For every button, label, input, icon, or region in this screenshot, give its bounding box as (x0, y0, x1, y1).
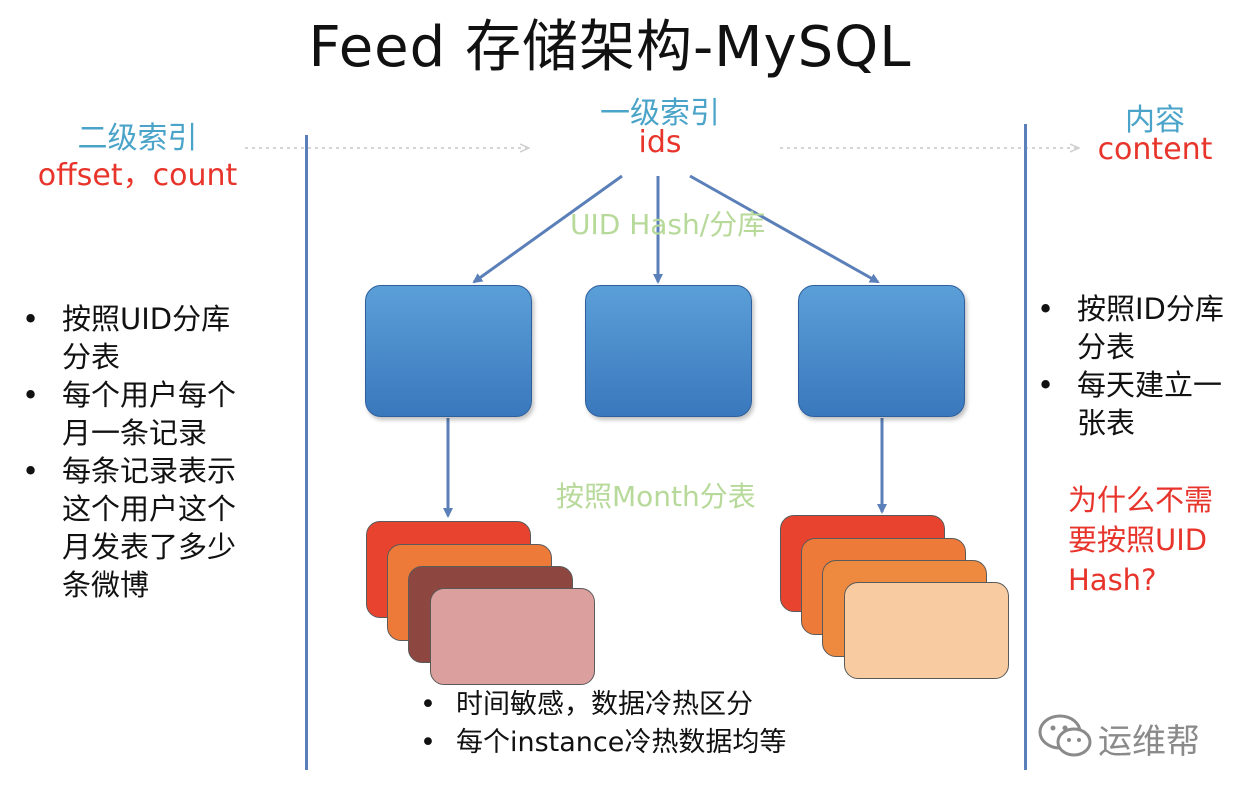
left-header-en: offset，count (37, 158, 238, 193)
right-bullet-1-line1: 按照ID分库 (1077, 292, 1224, 326)
table-stack-left-4 (430, 588, 595, 685)
bullet-dot: • (22, 302, 40, 336)
shard-box-3 (798, 285, 965, 417)
left-bullet-1-line2: 分表 (62, 340, 121, 374)
bullet-dot: • (1037, 368, 1055, 402)
shard-box-1 (365, 285, 532, 417)
arrow-ids-to-box3 (689, 174, 880, 284)
bottom-bullet-list: • 时间敏感，数据冷热区分 • 每个instance冷热数据均等 (418, 686, 878, 762)
bullet-dot: • (420, 689, 436, 720)
right-question-line3: Hash? (1068, 563, 1157, 597)
left-bullet-2-line2: 月一条记录 (62, 416, 208, 450)
center-header-cn: 一级索引 (600, 96, 720, 131)
table-stack-right-4 (844, 582, 1009, 679)
left-bullet-2: • 每个用户每个 月一条记录 (18, 376, 288, 452)
right-bullet-1: • 按照ID分库 分表 (1033, 290, 1253, 366)
bottom-bullet-1: • 时间敏感，数据冷热区分 (418, 686, 878, 724)
left-bullet-2-line1: 每个用户每个 (62, 378, 237, 412)
right-header-cn: 内容 (1125, 103, 1185, 138)
right-question-line2: 要按照UID (1068, 523, 1208, 557)
right-bullet-2: • 每天建立一 张表 (1033, 366, 1253, 442)
right-header-en: content (1097, 132, 1213, 167)
bottom-bullet-1-text: 时间敏感，数据冷热区分 (456, 689, 753, 720)
left-bullet-3-line2: 这个用户这个 (62, 492, 237, 526)
watermark-text: 运维帮 (1098, 722, 1200, 762)
left-bullet-1: • 按照UID分库 分表 (18, 300, 288, 376)
left-bullet-1-line1: 按照UID分库 (62, 302, 231, 336)
divider-right (1024, 124, 1027, 770)
bullet-dot: • (1037, 292, 1055, 326)
right-bullet-2-line1: 每天建立一 (1077, 368, 1223, 402)
right-bullet-2-line2: 张表 (1077, 406, 1136, 440)
left-bullet-3-line3: 月发表了多少 (62, 530, 237, 564)
divider-left (305, 135, 308, 770)
right-bullet-1-line2: 分表 (1077, 330, 1136, 364)
bottom-bullet-2: • 每个instance冷热数据均等 (418, 724, 878, 762)
bullet-dot: • (22, 454, 40, 488)
right-question-line1: 为什么不需 (1068, 483, 1214, 517)
right-question: 为什么不需 要按照UID Hash? (1068, 480, 1248, 600)
left-bullet-3-line1: 每条记录表示 (62, 454, 237, 488)
bullet-dot: • (420, 727, 436, 758)
center-header-en: ids (638, 125, 682, 160)
left-header-cn: 二级索引 (77, 121, 198, 156)
left-bullet-3: • 每条记录表示 这个用户这个 月发表了多少 条微博 (18, 452, 288, 604)
left-bullet-list: • 按照UID分库 分表 • 每个用户每个 月一条记录 • 每条记录表示 这个用… (18, 300, 288, 604)
month-label: 按照Month分表 (556, 480, 756, 513)
bullet-dot: • (22, 378, 40, 412)
hash-label: UID Hash/分库 (570, 208, 766, 241)
bottom-bullet-2-text: 每个instance冷热数据均等 (456, 727, 787, 758)
arrow-ids-to-box1 (472, 174, 623, 284)
right-bullet-list: • 按照ID分库 分表 • 每天建立一 张表 (1033, 290, 1253, 442)
page-title: Feed 存储架构-MySQL (308, 15, 912, 80)
wechat-icon (1036, 712, 1096, 762)
shard-box-2 (585, 285, 752, 417)
left-bullet-3-line4: 条微博 (62, 568, 150, 602)
